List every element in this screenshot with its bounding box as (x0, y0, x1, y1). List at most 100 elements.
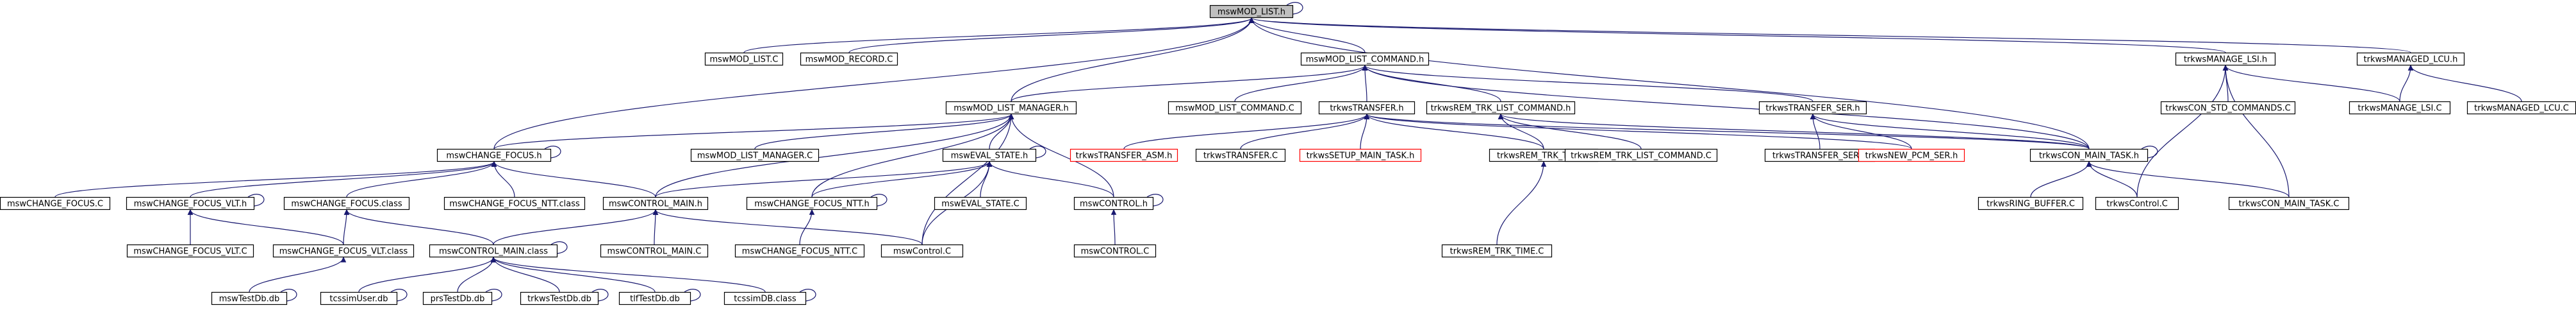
node-msw-change-focus-class[interactable]: mswCHANGE_FOCUS.class (283, 196, 410, 210)
node-trkws-transfer-ser-c[interactable]: trkwsTRANSFER_SER.C (1764, 148, 1876, 162)
node-msw-eval-state-h[interactable]: mswEVAL_STATE.h (942, 148, 1037, 162)
node-trkws-con-std-commands-c[interactable]: trkwsCON_STD_COMMANDS.C (2160, 101, 2296, 115)
arrowhead-trkws-con-main-task-h-to-trkws-transfer-h (1364, 113, 1370, 119)
edge-msw-change-focus-vlt-class-to-msw-change-focus-vlt-h (190, 209, 344, 245)
node-msw-control-main-h[interactable]: mswCONTROL_MAIN.h (602, 196, 709, 210)
node-label-msw-change-focus-vlt-h: mswCHANGE_FOCUS_VLT.h (134, 200, 247, 209)
arrowhead-trkws-con-main-task-c-to-trkws-con-main-task-h (2086, 160, 2092, 167)
node-box-trkws-manage-lsi-c (2349, 101, 2451, 115)
edge-msw-change-focus-ntt-h-to-msw-mod-list-manager-h (811, 114, 1012, 198)
node-trkws-rem-trk-list-command-c[interactable]: trkwsREM_TRK_LIST_COMMAND.C (1564, 148, 1718, 162)
edge-msw-change-focus-vlt-class-to-msw-change-focus-class (343, 209, 347, 245)
node-msw-change-focus-vlt-class[interactable]: mswCHANGE_FOCUS_VLT.class (272, 244, 415, 258)
node-msw-control-h[interactable]: mswCONTROL.h (1073, 196, 1154, 210)
edge-msw-control-main-h-to-msw-change-focus-h (493, 161, 656, 198)
node-box-msw-mod-list-manager-h (945, 101, 1077, 115)
node-trkws-transfer-ser-h[interactable]: trkwsTRANSFER_SER.h (1758, 101, 1867, 115)
node-box-msw-test-db (211, 291, 288, 305)
node-trkws-control-c[interactable]: trkwsControl.C (2095, 196, 2179, 210)
node-label-msw-change-focus-h: mswCHANGE_FOCUS.h (446, 151, 541, 161)
node-trkws-rem-trk-time-c[interactable]: trkwsREM_TRK_TIME.C (1441, 244, 1553, 258)
node-tlf-test-db[interactable]: tlfTestDb.db (618, 291, 691, 305)
node-msw-test-db[interactable]: mswTestDb.db (211, 291, 288, 305)
node-msw-change-focus-ntt-h[interactable]: mswCHANGE_FOCUS_NTT.h (746, 196, 878, 210)
edge-msw-change-focus-vlt-h-to-msw-change-focus-h (190, 161, 495, 198)
node-label-trkws-transfer-c: trkwsTRANSFER.C (1203, 151, 1278, 161)
node-msw-control-main-c[interactable]: mswCONTROL_MAIN.C (600, 244, 709, 258)
self-loop-msw-test-db (280, 289, 297, 302)
node-msw-mod-list-c[interactable]: mswMOD_LIST.C (704, 52, 784, 66)
node-box-msw-control-main-c (600, 244, 709, 258)
node-trkws-transfer-c[interactable]: trkwsTRANSFER.C (1195, 148, 1286, 162)
node-trkws-new-pcm-ser-h[interactable]: trkwsNEW_PCM_SER.h (1858, 148, 1965, 162)
node-msw-eval-state-c[interactable]: mswEVAL_STATE.C (934, 196, 1027, 210)
arrowhead-trkws-rem-trk-time-c-to-trkws-rem-trk-time-h (1540, 160, 1547, 167)
edge-trkws-manage-lsi-h-to-msw-mod-list-h (1251, 17, 2226, 53)
node-trkws-managed-lcu-h[interactable]: trkwsMANAGED_LCU.h (2356, 52, 2465, 66)
node-trkws-setup-main-task-h[interactable]: trkwsSETUP_MAIN_TASK.h (1299, 148, 1422, 162)
node-box-msw-change-focus-vlt-class (272, 244, 415, 258)
edge-trkws-ring-buffer-c-to-trkws-con-main-task-h (2030, 161, 2090, 198)
node-label-msw-mod-list-manager-h: mswMOD_LIST_MANAGER.h (954, 104, 1069, 114)
node-trkws-transfer-h[interactable]: trkwsTRANSFER.h (1318, 101, 1416, 115)
edge-trkws-control-c-to-trkws-manage-lsi-h (2136, 65, 2226, 198)
edge-tlf-test-db-to-msw-control-main-class (493, 257, 656, 293)
node-trkws-rem-trk-list-command-h[interactable]: trkwsREM_TRK_LIST_COMMAND.h (1426, 101, 1576, 115)
node-msw-change-focus-vlt-c[interactable]: mswCHANGE_FOCUS_VLT.C (126, 244, 254, 258)
node-trkws-manage-lsi-c[interactable]: trkwsMANAGE_LSI.C (2349, 101, 2451, 115)
node-trkws-transfer-asm-h[interactable]: trkwsTRANSFER_ASM.h (1069, 148, 1178, 162)
node-msw-control-c[interactable]: mswControl.C (880, 244, 964, 258)
arrowhead-trkws-con-main-task-h-to-trkws-transfer-ser-h (1810, 113, 1816, 119)
node-msw-change-focus-ntt-class[interactable]: mswCHANGE_FOCUS_NTT.class (443, 196, 586, 210)
node-box-msw-change-focus-ntt-c (734, 244, 865, 258)
node-msw-control-main-class[interactable]: mswCONTROL_MAIN.class (429, 244, 558, 258)
node-box-msw-change-focus-class (283, 196, 410, 210)
node-msw-mod-list-h[interactable]: mswMOD_LIST.h (1209, 4, 1294, 19)
arrowhead-msw-control-c-to-msw-mod-list-manager-h (1008, 113, 1014, 119)
node-trkws-con-main-task-c[interactable]: trkwsCON_MAIN_TASK.C (2228, 196, 2350, 210)
edge-msw-control-main-h-to-msw-mod-list-manager-h (655, 114, 1012, 198)
node-box-msw-control-main-h (602, 196, 709, 210)
node-msw-mod-list-command-h[interactable]: mswMOD_LIST_COMMAND.h (1300, 52, 1430, 66)
node-box-msw-control-c (880, 244, 964, 258)
node-label-tcssim-db-class: tcssimDB.class (734, 295, 797, 304)
node-label-msw-control-c2: mswCONTROL.C (1081, 247, 1150, 257)
self-loop-msw-eval-state-h (1029, 146, 1046, 159)
node-prs-test-db[interactable]: prsTestDb.db (422, 291, 493, 305)
node-msw-change-focus-ntt-c[interactable]: mswCHANGE_FOCUS_NTT.C (734, 244, 865, 258)
edge-msw-control-main-class-to-msw-change-focus-class (346, 209, 494, 245)
node-msw-mod-list-manager-h[interactable]: mswMOD_LIST_MANAGER.h (945, 101, 1077, 115)
node-box-trkws-con-std-commands-c (2160, 101, 2296, 115)
edge-trkws-con-main-task-h-to-trkws-transfer-h (1366, 114, 2090, 150)
self-loop-msw-change-focus-ntt-h (870, 194, 888, 207)
self-loop-tcssim-user-db (390, 289, 408, 302)
node-msw-change-focus-c[interactable]: mswCHANGE_FOCUS.C (0, 196, 111, 210)
node-msw-change-focus-vlt-h[interactable]: mswCHANGE_FOCUS_VLT.h (126, 196, 255, 210)
node-tcssim-user-db[interactable]: tcssimUser.db (320, 291, 398, 305)
node-box-msw-change-focus-c (0, 196, 111, 210)
node-msw-control-c2[interactable]: mswCONTROL.C (1073, 244, 1157, 258)
node-trkws-test-db[interactable]: trkwsTestDb.db (520, 291, 599, 305)
node-msw-mod-list-manager-c[interactable]: mswMOD_LIST_MANAGER.C (690, 148, 820, 162)
edge-msw-mod-list-command-c-to-msw-mod-list-command-h (1234, 65, 1366, 102)
node-label-msw-control-main-c: mswCONTROL_MAIN.C (607, 247, 702, 257)
edge-trkws-transfer-h-to-msw-mod-list-command-h (1364, 65, 1367, 102)
node-trkws-managed-lcu-c[interactable]: trkwsMANAGED_LCU.C (2466, 101, 2576, 115)
node-box-trkws-transfer-h (1318, 101, 1416, 115)
node-msw-mod-list-command-c[interactable]: mswMOD_LIST_COMMAND.C (1168, 101, 1302, 115)
node-trkws-ring-buffer-c[interactable]: trkwsRING_BUFFER.C (1977, 196, 2084, 210)
arrowhead-trkws-con-main-task-h-to-msw-mod-list-h (1248, 17, 1255, 23)
edge-msw-change-focus-c-to-msw-change-focus-h (54, 161, 495, 198)
node-box-trkws-transfer-ser-h (1758, 101, 1867, 115)
node-box-msw-control-c2 (1073, 244, 1157, 258)
node-trkws-manage-lsi-h[interactable]: trkwsMANAGE_LSI.h (2175, 52, 2276, 66)
arrowhead-msw-control-main-h-to-msw-eval-state-h (986, 160, 993, 167)
node-msw-change-focus-h[interactable]: mswCHANGE_FOCUS.h (436, 148, 552, 162)
node-trkws-con-main-task-h[interactable]: trkwsCON_MAIN_TASK.h (2029, 148, 2149, 162)
node-box-msw-change-focus-h (436, 148, 552, 162)
node-tcssim-db-class[interactable]: tcssimDB.class (723, 291, 807, 305)
node-label-msw-change-focus-ntt-h: mswCHANGE_FOCUS_NTT.h (754, 200, 870, 209)
node-msw-mod-record-c[interactable]: mswMOD_RECORD.C (800, 52, 898, 66)
node-label-msw-change-focus-ntt-c: mswCHANGE_FOCUS_NTT.C (742, 247, 857, 257)
node-box-trkws-transfer-asm-h (1069, 148, 1178, 162)
